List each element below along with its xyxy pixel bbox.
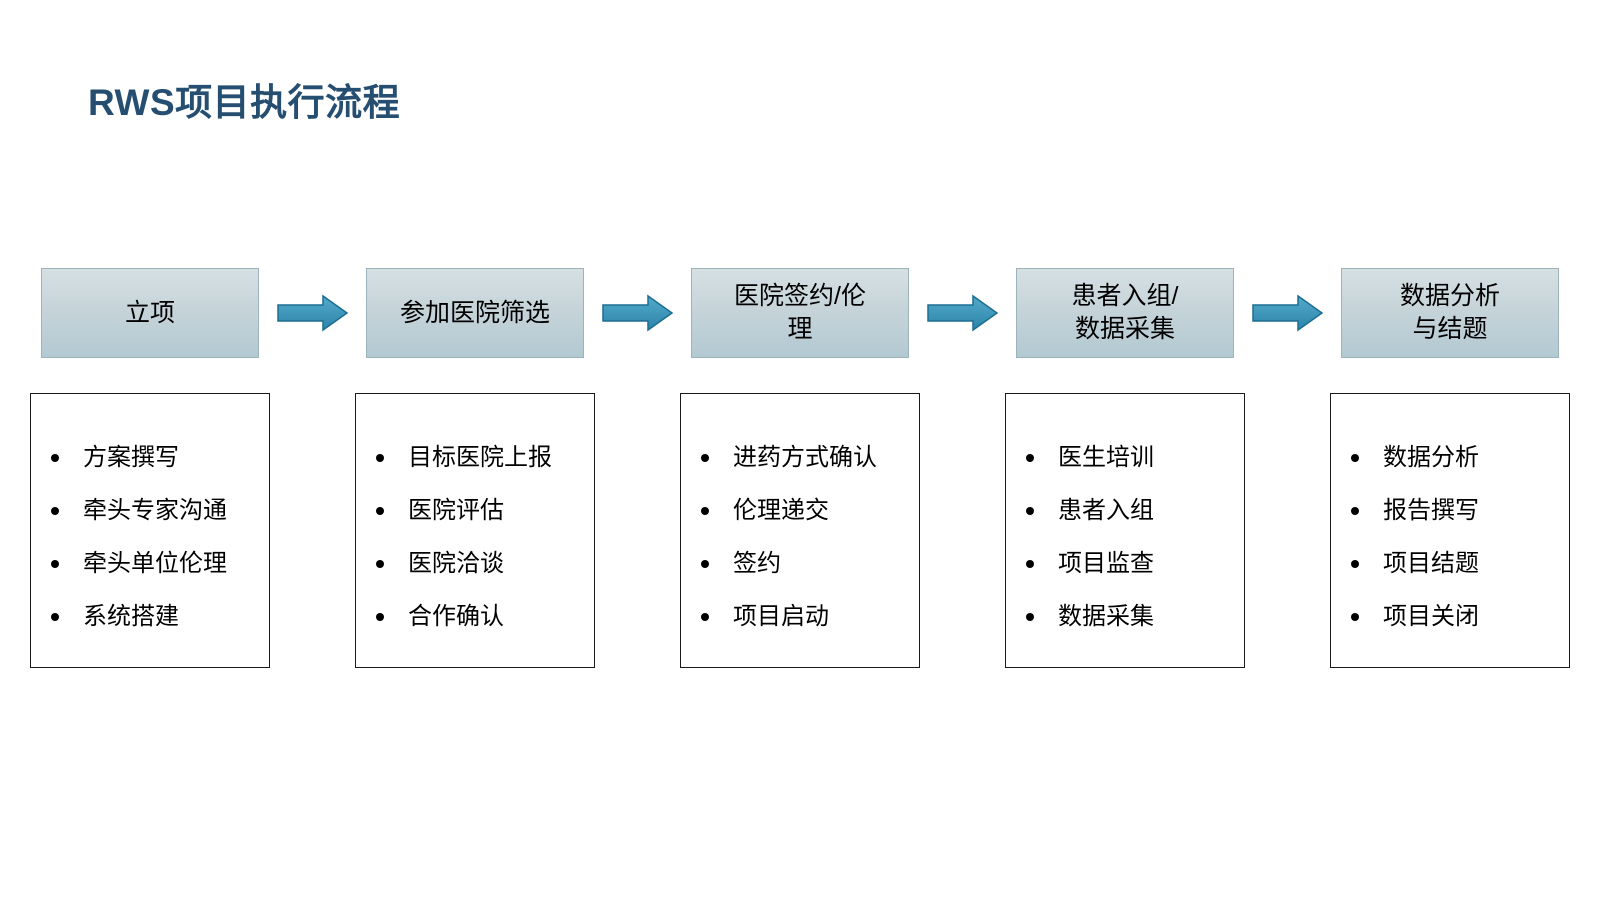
bullet-dot-icon xyxy=(376,560,384,568)
list-item-label: 数据采集 xyxy=(1058,603,1154,630)
stage-label: 立项 xyxy=(124,298,175,327)
detail-spacer xyxy=(1245,393,1330,668)
list-item-label: 方案撰写 xyxy=(83,444,179,471)
stage-cell-3: 医院签约/伦 理 xyxy=(680,268,920,358)
detail-box-initiation: 方案撰写 牵头专家沟通 牵头单位伦理 系统搭建 xyxy=(30,393,270,668)
stage-label-line: 数据分析 xyxy=(1399,282,1500,310)
list-item: 签约 xyxy=(697,548,915,580)
detail-spacer xyxy=(270,393,355,668)
arrow-right-icon xyxy=(926,294,998,332)
list-item-label: 项目启动 xyxy=(733,603,829,630)
bullet-dot-icon xyxy=(376,613,384,621)
stage-cell-1: 立项 xyxy=(30,268,270,358)
bullet-dot-icon xyxy=(1351,560,1359,568)
arrow-cell-2 xyxy=(595,292,680,334)
list-item: 目标医院上报 xyxy=(372,442,590,474)
list-item: 项目结题 xyxy=(1347,548,1565,580)
list-item-label: 合作确认 xyxy=(408,603,504,630)
stage-label-line: 数据采集 xyxy=(1074,315,1175,343)
stage-box-initiation: 立项 xyxy=(41,268,259,358)
arrow-cell-4 xyxy=(1245,292,1330,334)
arrow-cell-1 xyxy=(270,292,355,334)
list-item-label: 伦理递交 xyxy=(733,497,829,524)
list-item: 合作确认 xyxy=(372,601,590,633)
stage-box-hospital-screening: 参加医院筛选 xyxy=(366,268,584,358)
stage-box-enrollment-collection: 患者入组/ 数据采集 xyxy=(1016,268,1234,358)
list-item: 报告撰写 xyxy=(1347,495,1565,527)
list-item: 项目监查 xyxy=(1022,548,1240,580)
list-item: 牵头专家沟通 xyxy=(47,495,265,527)
list-item: 伦理递交 xyxy=(697,495,915,527)
bullet-dot-icon xyxy=(51,560,59,568)
stage-cell-5: 数据分析 与结题 xyxy=(1330,268,1570,358)
stage-label-line: 患者入组/ xyxy=(1071,282,1179,310)
bullet-dot-icon xyxy=(51,507,59,515)
list-item: 方案撰写 xyxy=(47,442,265,474)
detail-box-enrollment-collection: 医生培训 患者入组 项目监查 数据采集 xyxy=(1005,393,1245,668)
bullet-dot-icon xyxy=(1026,613,1034,621)
list-item-label: 医院评估 xyxy=(408,497,504,524)
list-item: 系统搭建 xyxy=(47,601,265,633)
list-item: 医院洽谈 xyxy=(372,548,590,580)
bullet-dot-icon xyxy=(1351,507,1359,515)
list-item-label: 项目监查 xyxy=(1058,550,1154,577)
list-item-label: 患者入组 xyxy=(1058,497,1154,524)
detail-box-contract-ethics: 进药方式确认 伦理递交 签约 项目启动 xyxy=(680,393,920,668)
bullet-dot-icon xyxy=(51,454,59,462)
list-item: 数据分析 xyxy=(1347,442,1565,474)
bullet-dot-icon xyxy=(376,454,384,462)
list-item-label: 报告撰写 xyxy=(1383,497,1479,524)
list-item-label: 签约 xyxy=(733,550,781,577)
bullet-dot-icon xyxy=(1026,454,1034,462)
bullet-dot-icon xyxy=(1026,560,1034,568)
list-item-label: 项目关闭 xyxy=(1383,603,1479,630)
detail-box-analysis-conclusion: 数据分析 报告撰写 项目结题 项目关闭 xyxy=(1330,393,1570,668)
bullet-dot-icon xyxy=(701,613,709,621)
stage-label-line: 医院签约/伦 xyxy=(734,282,866,310)
stage-cell-4: 患者入组/ 数据采集 xyxy=(1005,268,1245,358)
list-item-label: 牵头专家沟通 xyxy=(83,497,227,524)
stage-label-line: 理 xyxy=(787,315,813,343)
list-item-label: 项目结题 xyxy=(1383,550,1479,577)
list-item-label: 医生培训 xyxy=(1058,444,1154,471)
page-title: RWS项目执行流程 xyxy=(88,82,401,123)
bullet-dot-icon xyxy=(701,454,709,462)
list-item: 项目启动 xyxy=(697,601,915,633)
bullet-dot-icon xyxy=(376,507,384,515)
list-item: 患者入组 xyxy=(1022,495,1240,527)
arrow-right-icon xyxy=(601,294,673,332)
list-item-label: 医院洽谈 xyxy=(408,550,504,577)
arrow-right-icon xyxy=(276,294,348,332)
list-item: 数据采集 xyxy=(1022,601,1240,633)
list-item-label: 数据分析 xyxy=(1383,444,1479,471)
process-stage-row: 立项 参加医院筛选 医院签约/伦 理 xyxy=(30,268,1570,358)
list-item-label: 目标医院上报 xyxy=(408,444,552,471)
list-item-label: 牵头单位伦理 xyxy=(83,550,227,577)
list-item: 进药方式确认 xyxy=(697,442,915,474)
arrow-cell-3 xyxy=(920,292,1005,334)
bullet-dot-icon xyxy=(701,507,709,515)
bullet-dot-icon xyxy=(51,613,59,621)
stage-label: 参加医院筛选 xyxy=(399,298,550,327)
stage-label-line: 与结题 xyxy=(1412,315,1488,343)
list-item: 项目关闭 xyxy=(1347,601,1565,633)
list-item: 医生培训 xyxy=(1022,442,1240,474)
bullet-dot-icon xyxy=(1351,613,1359,621)
list-item: 牵头单位伦理 xyxy=(47,548,265,580)
stage-box-analysis-conclusion: 数据分析 与结题 xyxy=(1341,268,1559,358)
stage-cell-2: 参加医院筛选 xyxy=(355,268,595,358)
detail-spacer xyxy=(920,393,1005,668)
list-item-label: 进药方式确认 xyxy=(733,444,877,471)
arrow-right-icon xyxy=(1251,294,1323,332)
stage-box-contract-ethics: 医院签约/伦 理 xyxy=(691,268,909,358)
detail-box-hospital-screening: 目标医院上报 医院评估 医院洽谈 合作确认 xyxy=(355,393,595,668)
detail-spacer xyxy=(595,393,680,668)
process-detail-row: 方案撰写 牵头专家沟通 牵头单位伦理 系统搭建 目标医院上报 xyxy=(30,393,1570,668)
list-item-label: 系统搭建 xyxy=(83,603,179,630)
bullet-dot-icon xyxy=(1026,507,1034,515)
list-item: 医院评估 xyxy=(372,495,590,527)
bullet-dot-icon xyxy=(701,560,709,568)
bullet-dot-icon xyxy=(1351,454,1359,462)
